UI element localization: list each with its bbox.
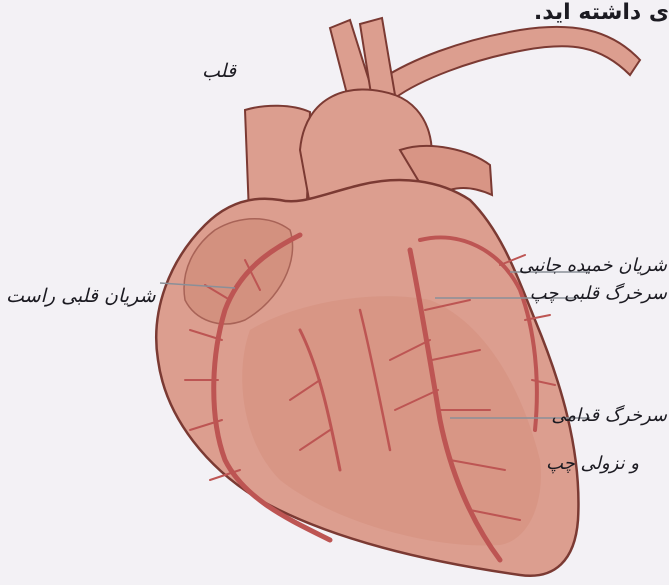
header-text: ی داشته اید.	[534, 0, 669, 25]
label-left-coronary-artery: سرخرگ قلبی چپ	[530, 283, 667, 304]
label-lad-line1: سرخرگ قدامی	[551, 405, 667, 426]
label-lad-line2: و نزولی چپ	[546, 453, 639, 474]
aortic-branch-tube	[380, 27, 640, 98]
heart-title: قلب	[202, 60, 236, 82]
label-circumflex-artery: شریان خمیده جانبی	[519, 255, 667, 276]
label-right-coronary-artery: شریان قلبی راست	[6, 285, 156, 307]
